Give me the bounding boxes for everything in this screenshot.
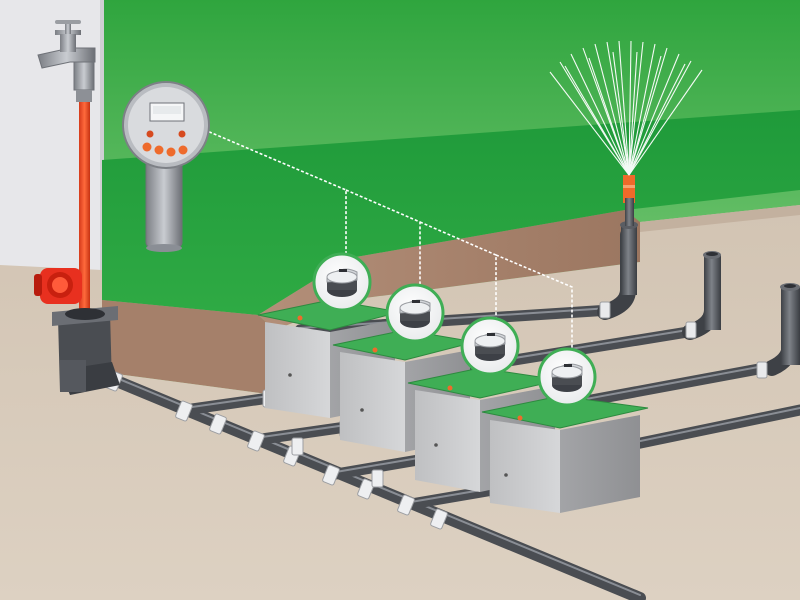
control-wires bbox=[185, 121, 573, 355]
pop-up-sprinkler bbox=[549, 40, 703, 320]
supply-hose bbox=[79, 102, 90, 317]
pressure-reducer bbox=[34, 268, 82, 304]
pipe-clamps-main bbox=[105, 370, 502, 530]
tap bbox=[37, 20, 96, 102]
solenoid-valve-3 bbox=[460, 316, 520, 376]
pipe-clamps-branch bbox=[599, 301, 768, 379]
wall-box-inlet bbox=[52, 306, 120, 395]
valve-box-4 bbox=[481, 395, 649, 513]
solenoid-valve-2 bbox=[385, 283, 445, 343]
soil-face-front bbox=[102, 300, 275, 395]
irrigation-controller bbox=[122, 81, 210, 252]
solenoid-valve-4 bbox=[537, 347, 597, 407]
water-spray bbox=[549, 40, 703, 176]
solenoid-valve-1 bbox=[312, 252, 372, 312]
riser-3 bbox=[764, 283, 800, 376]
soil-face-back bbox=[258, 210, 640, 330]
